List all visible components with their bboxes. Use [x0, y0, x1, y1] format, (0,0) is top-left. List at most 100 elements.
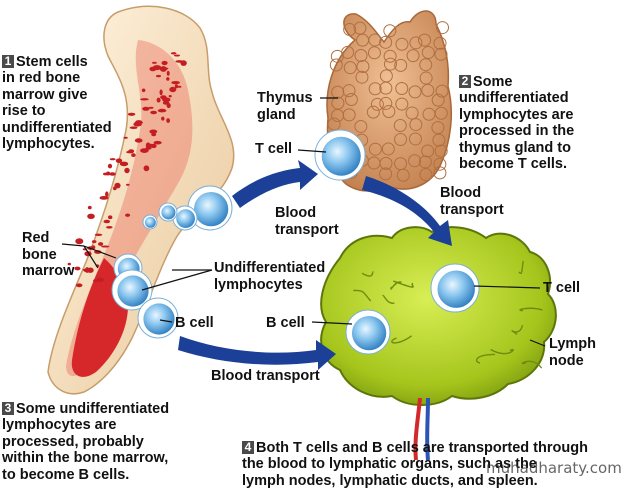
marrow-spot	[87, 213, 95, 219]
step-3-description: Some undifferentiated lymphocytes are pr…	[2, 400, 170, 483]
thymus-lobule	[395, 97, 409, 111]
marrow-spot	[115, 158, 123, 163]
marrow-spot	[119, 161, 129, 167]
marrow-spot	[96, 277, 104, 283]
thymus-lobule	[368, 82, 382, 96]
thymus-lobule	[327, 117, 341, 131]
stem-cell	[158, 202, 178, 222]
arrow-to-node-from-bone	[178, 336, 336, 370]
marrow-spot	[156, 97, 161, 103]
lymph-node-channel	[521, 360, 543, 369]
marrow-spot	[103, 219, 111, 224]
thymus-lobule	[435, 84, 449, 98]
marrow-spot	[134, 138, 143, 143]
thymus-lobule	[434, 47, 448, 61]
thymus-lobule	[433, 36, 447, 50]
marrow-spot	[91, 245, 96, 250]
marrow-spot	[101, 245, 110, 248]
t-cell-node	[430, 263, 480, 313]
lymph-node-channel	[511, 324, 524, 336]
marrow-spot	[129, 126, 138, 129]
thymus-lobule	[408, 132, 422, 146]
marrow-spot	[74, 266, 81, 271]
label-thymus-gland: Thymus gland	[257, 90, 313, 123]
thymus-lobule	[396, 168, 410, 182]
marrow-spot	[140, 148, 149, 154]
blood-vessel-red	[413, 397, 422, 461]
thymus-lobule	[419, 168, 433, 182]
thymus-lobule	[421, 83, 435, 97]
thymus-lobule	[434, 106, 448, 120]
watermark: muhadharaty.com	[486, 459, 622, 477]
marrow-spot	[67, 262, 72, 266]
thymus-lobule	[342, 84, 356, 98]
thymus-lobule	[368, 142, 382, 156]
lymph-node-channel	[390, 281, 402, 290]
step-1-number: 1	[2, 54, 14, 68]
marrow-spot	[75, 238, 84, 245]
marrow-spot	[135, 120, 142, 123]
marrow-spot	[176, 85, 182, 88]
marrow-spot	[128, 149, 135, 154]
thymus-lobule	[383, 24, 397, 38]
marrow-spot	[156, 74, 161, 78]
step-4-number: 4	[242, 440, 254, 454]
step-2-number: 2	[459, 74, 471, 88]
thymus-lobule	[393, 119, 407, 133]
thymus-lobule	[433, 166, 447, 180]
arrow-to-thymus	[232, 160, 318, 208]
thymus-lobule	[408, 154, 422, 168]
marrow-spot	[107, 163, 113, 169]
t-cell-precursor	[187, 185, 233, 231]
thymus-lobule	[409, 118, 423, 132]
thymus-lobule	[379, 35, 393, 49]
marrow-spot	[131, 153, 136, 158]
marrow-spot	[98, 242, 104, 246]
thymus-lobule	[395, 37, 409, 51]
marrow-spot	[143, 165, 150, 172]
thymus-lobule	[366, 105, 380, 119]
marrow-spot	[84, 267, 90, 273]
step-1-description: Stem cells in red bone marrow give rise …	[2, 53, 112, 153]
lymph-node-channel	[393, 280, 414, 288]
thymus-lobule	[356, 59, 370, 73]
marrow-spot	[127, 112, 136, 116]
lymph-node-channel	[475, 353, 495, 364]
marrow-spot	[150, 110, 158, 115]
blood-transport-arrows	[178, 160, 452, 370]
thymus-gland	[326, 10, 452, 192]
marrow-spot	[126, 183, 130, 186]
thymus-lobule	[354, 119, 368, 133]
label-t-cell-thymus: T cell	[255, 141, 293, 157]
arrow-to-node-from-thymus	[362, 176, 452, 246]
thymus-lobule	[367, 46, 381, 60]
label-t-cell-node: T cell	[543, 280, 581, 296]
thymus-lobule	[341, 45, 355, 59]
lymphocytes	[111, 129, 480, 355]
lymph-node-channel	[518, 260, 525, 275]
b-cell-node	[345, 309, 391, 355]
thymus-lobule	[431, 121, 445, 135]
marrow-spot	[106, 171, 111, 176]
thymus-lobule	[431, 93, 445, 107]
marrow-spots	[67, 52, 187, 288]
thymus-lobule	[409, 36, 423, 50]
marrow-spot	[174, 84, 178, 89]
lymphocyte-diagram	[47, 5, 557, 461]
marrow-spot	[171, 81, 181, 85]
marrow-spot	[161, 60, 168, 66]
marrow-spot	[180, 60, 187, 66]
lymph-node-texture	[353, 260, 543, 369]
marrow-spot	[141, 88, 146, 93]
marrow-spot	[149, 129, 158, 134]
label-undifferentiated-lymphocytes: Undifferentiated lymphocytes	[214, 260, 326, 293]
label-b-cell-bone: B cell	[175, 315, 214, 331]
lymph-node-channel	[519, 307, 543, 312]
marrow-spot	[157, 108, 167, 113]
thymus-lobule	[379, 167, 393, 181]
marrow-spot	[109, 172, 116, 176]
marrow-spot	[109, 158, 116, 161]
lymph-node-channel	[361, 271, 375, 277]
thymus-lobule	[329, 58, 343, 72]
